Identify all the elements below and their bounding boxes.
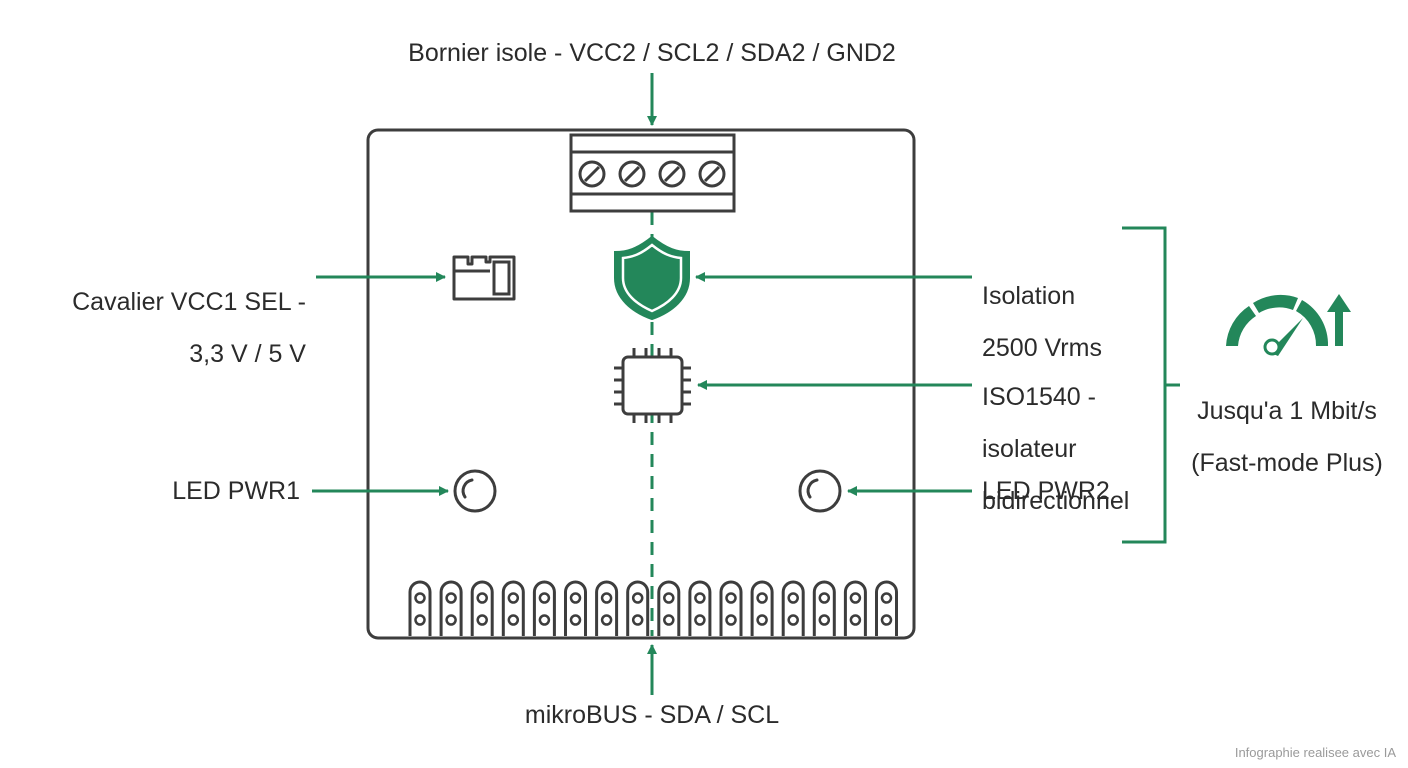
header-pin bbox=[812, 580, 836, 636]
speedometer-icon bbox=[1226, 294, 1329, 356]
screw-4 bbox=[698, 160, 726, 188]
isolation-label-line2: 2500 Vrms bbox=[982, 334, 1102, 362]
terminal-label: Bornier isole - VCC2 / SCL2 / SDA2 / GND… bbox=[408, 39, 896, 67]
screw-terminal-icon bbox=[569, 133, 736, 213]
header-pin bbox=[875, 580, 898, 636]
header-pin bbox=[626, 580, 650, 636]
screw-2 bbox=[618, 160, 646, 188]
header-pin bbox=[750, 580, 774, 636]
up-arrow-icon bbox=[1327, 294, 1351, 346]
header-pin bbox=[781, 580, 805, 636]
bus-label: mikroBUS - SDA / SCL bbox=[524, 701, 780, 729]
led-left-icon bbox=[453, 469, 497, 513]
isolation-label: Isolation 2500 Vrms bbox=[982, 257, 1162, 387]
header-pin bbox=[408, 580, 432, 636]
led-right-icon bbox=[798, 469, 842, 513]
header-pin bbox=[470, 580, 494, 636]
isolation-label-line1: Isolation bbox=[982, 282, 1076, 310]
header-pin bbox=[595, 580, 619, 636]
jumper-icon bbox=[452, 255, 516, 301]
speed-label: Jusqu'a 1 Mbit/s (Fast-mode Plus) bbox=[1182, 372, 1392, 502]
header-pin bbox=[532, 580, 556, 636]
ai-credit: Infographie realisee avec IA bbox=[1234, 745, 1396, 760]
header-pin bbox=[657, 580, 681, 636]
jumper-label-line2: 3,3 V / 5 V bbox=[189, 340, 306, 368]
header-pin bbox=[439, 580, 463, 636]
chip-label-line3: bidirectionnel bbox=[982, 487, 1130, 515]
led-left-label: LED PWR1 bbox=[172, 477, 300, 505]
header-pin bbox=[688, 580, 712, 636]
screw-3 bbox=[658, 160, 686, 188]
chip-icon bbox=[614, 348, 691, 423]
jumper-label-line1: Cavalier VCC1 SEL - bbox=[72, 288, 306, 316]
chip-label-line2: isolateur bbox=[982, 435, 1077, 463]
header-pin bbox=[564, 580, 587, 636]
chip-label: ISO1540 - isolateur bidirectionnel bbox=[982, 358, 1162, 540]
screw-1 bbox=[578, 160, 606, 188]
header-pin bbox=[843, 580, 867, 636]
speed-label-line2: (Fast-mode Plus) bbox=[1191, 449, 1383, 477]
led-right-label: LED PWR2 bbox=[982, 477, 1110, 505]
header-pin bbox=[719, 580, 743, 636]
header-pin bbox=[501, 580, 525, 636]
chip-label-line1: ISO1540 - bbox=[982, 383, 1096, 411]
speed-bracket bbox=[1122, 226, 1180, 544]
shield-icon bbox=[614, 235, 690, 321]
mikrobus-pin-header bbox=[408, 580, 898, 636]
jumper-label: Cavalier VCC1 SEL - 3,3 V / 5 V bbox=[20, 263, 306, 393]
speed-label-line1: Jusqu'a 1 Mbit/s bbox=[1197, 397, 1377, 425]
